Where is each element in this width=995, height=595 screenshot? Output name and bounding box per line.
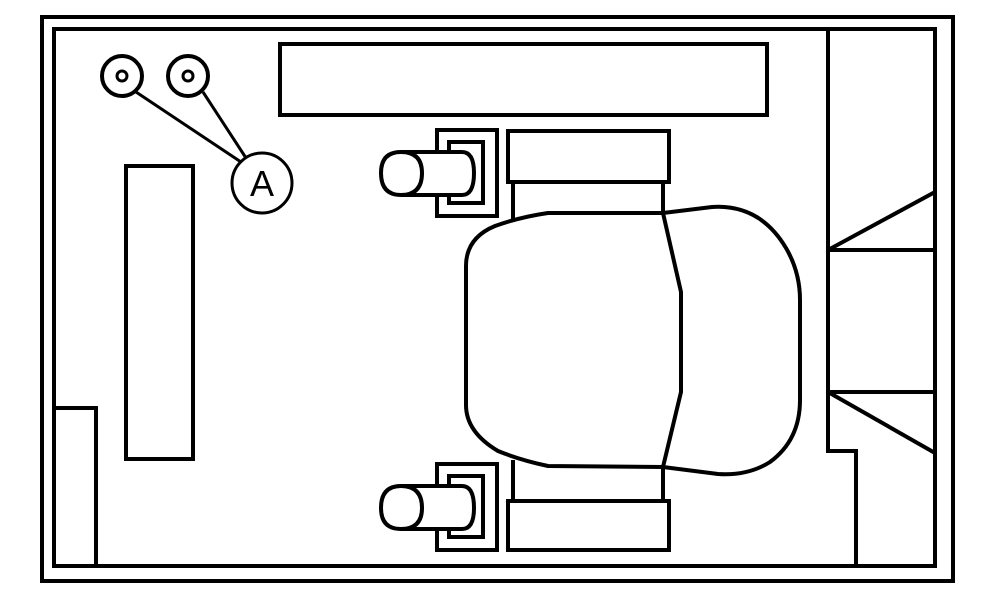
seat-backrest-divider xyxy=(661,212,683,468)
upper-bracket-assembly xyxy=(378,128,499,218)
upper-rail-top xyxy=(506,129,671,184)
lower-cylinder-end xyxy=(400,484,425,531)
left-panel xyxy=(124,164,195,461)
right-wall-structure xyxy=(826,29,858,566)
leader-line-left xyxy=(135,90,245,166)
lower-rail-bottom xyxy=(506,499,671,552)
lower-cylinder xyxy=(378,484,477,531)
bottom-left-step xyxy=(54,406,98,566)
upper-cylinder xyxy=(378,150,477,197)
round-fixture-left xyxy=(100,54,144,98)
outer-frame xyxy=(40,15,955,583)
callout-circle xyxy=(230,151,294,215)
right-wall-lower-wedge xyxy=(827,390,936,455)
inner-frame xyxy=(52,27,937,568)
seat xyxy=(464,204,802,477)
lower-rail xyxy=(506,460,671,552)
round-fixture-right xyxy=(166,54,210,98)
seat-cushion xyxy=(464,204,802,477)
upper-cylinder-end xyxy=(400,150,425,197)
leader-line-right xyxy=(201,91,248,159)
callout-label: A xyxy=(250,163,274,204)
right-wall-upper-wedge xyxy=(827,190,936,252)
upper-rail xyxy=(506,129,671,224)
callout-a: A xyxy=(230,151,294,215)
lower-bracket-assembly xyxy=(378,462,499,552)
top-panel xyxy=(278,42,769,117)
